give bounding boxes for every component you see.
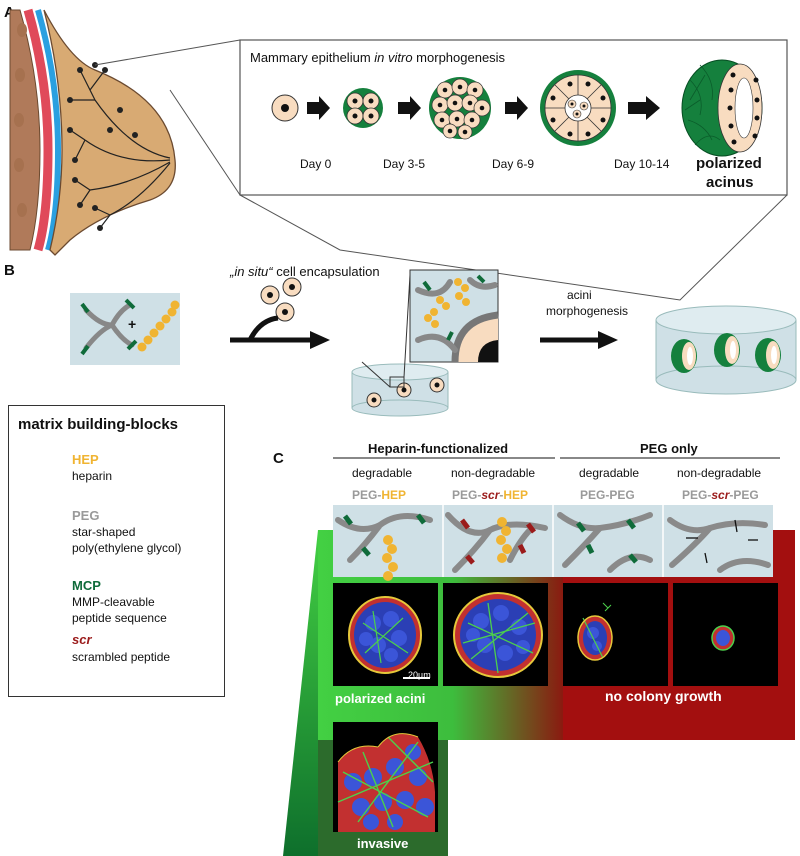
acinus-image-3: [577, 602, 613, 661]
breast-anatomy-illustration: [9, 8, 176, 256]
col4-composition: PEG-scr-PEG: [682, 488, 759, 502]
col2-composition: PEG-scr-HEP: [452, 488, 528, 502]
acinus-image-4: [711, 625, 735, 651]
col1-sep1: -: [377, 488, 382, 502]
stage-day0-cell: [271, 94, 299, 122]
col1-a: PEG: [352, 488, 378, 502]
col3-composition: PEG-PEG: [580, 488, 635, 502]
outcome-polarized-acini: polarized acini: [335, 691, 426, 706]
legend-hep-abbr: HEP: [72, 452, 99, 467]
encapsulation-rest: cell encapsulation: [272, 264, 380, 279]
legend-peg-desc1: star-shaped: [72, 525, 136, 539]
col3-subtitle: degradable: [579, 466, 640, 480]
scale-bar-label: 20µm: [408, 670, 431, 680]
legend-mcp-abbr: MCP: [72, 578, 101, 593]
heparin-chain-mini: [137, 300, 180, 352]
invasive-image: [337, 733, 435, 832]
col1-b: HEP: [381, 488, 407, 502]
stiffness-wedge: [283, 530, 318, 856]
col3-sep1: -: [605, 488, 610, 502]
large-gel-cylinder: [655, 305, 797, 395]
col2-c: HEP: [503, 488, 529, 502]
stage-label-day6: Day 6-9: [492, 157, 535, 171]
legend-mcp-desc2: peptide sequence: [72, 611, 167, 625]
legend-scr-abbr: scr: [72, 632, 92, 647]
micrograph-degradable-peg: [563, 583, 668, 686]
col4-c: PEG: [733, 488, 759, 502]
col4-a: PEG: [682, 488, 708, 502]
encapsulation-cells: [260, 277, 302, 322]
stage-label-day3: Day 3-5: [383, 157, 426, 171]
legend-peg-abbr: PEG: [72, 508, 100, 523]
hep-chains: [382, 517, 512, 581]
stage-day3-cluster: [343, 88, 383, 128]
group-heparin-functionalized: Heparin-functionalized: [368, 441, 509, 456]
group-peg-only: PEG only: [640, 441, 698, 456]
final-label-2: acinus: [706, 174, 754, 191]
stage-label-day10: Day 10-14: [614, 157, 670, 171]
col2-subtitle: non-degradable: [451, 466, 536, 480]
col4-subtitle: non-degradable: [677, 466, 762, 480]
legend-scr-desc: scrambled peptide: [72, 650, 171, 664]
micrograph-nondegradable-hep: [443, 583, 548, 686]
col4-sep1: -: [707, 488, 712, 502]
col4-b: scr: [711, 488, 730, 502]
micrograph-invasive: [333, 722, 438, 832]
encapsulation-label: „in situ“ cell encapsulation: [230, 264, 380, 279]
col1-composition: PEG-HEP: [352, 488, 406, 502]
matrix-stiffness-label: matrix stiffness: [276, 703, 291, 790]
stage-day10-cluster: [540, 70, 616, 146]
stage-arrows: [307, 96, 660, 120]
acini-label: acini: [567, 288, 592, 302]
outcome-no-colony-growth: no colony growth: [605, 688, 722, 704]
final-label-1: polarized: [696, 155, 762, 172]
acinus-image-1: [348, 596, 430, 679]
morphogenesis-title: Mammary epithelium in vitro morphogenesi…: [250, 50, 505, 65]
title-post: morphogenesis: [412, 50, 506, 65]
panel-label-c: C: [273, 450, 284, 467]
peg-network: [335, 512, 771, 573]
col2-a: PEG: [452, 488, 478, 502]
col2-sep2: -: [499, 488, 504, 502]
title-pre: Mammary epithelium: [250, 50, 375, 65]
small-gel-cylinder: [351, 363, 449, 417]
legend-hep-desc: heparin: [72, 469, 113, 483]
legend-title: matrix building-blocks: [18, 416, 179, 433]
acinus-image-2: [453, 592, 543, 678]
panel-label-b: B: [4, 262, 15, 279]
col4-sep2: -: [729, 488, 734, 502]
legend-mcp-desc1: MMP-cleavable: [72, 595, 155, 609]
legend-peg-desc2: poly(ethylene glycol): [72, 541, 182, 555]
col1-subtitle: degradable: [352, 466, 413, 480]
title-em: in vitro: [374, 50, 413, 65]
plus-sign: +: [128, 316, 137, 332]
col3-b: PEG: [609, 488, 635, 502]
encapsulation-em: „in situ“: [230, 264, 273, 279]
col3-a: PEG: [580, 488, 606, 502]
stage-label-day0: Day 0: [300, 157, 332, 171]
col2-sep1: -: [477, 488, 482, 502]
outcome-invasive: invasive: [357, 836, 409, 851]
legend-box: [8, 405, 225, 697]
gel-zoom-box: [409, 269, 499, 363]
stage-day6-cluster: [429, 77, 491, 140]
panel-label-a: A: [4, 4, 15, 21]
col2-b: scr: [481, 488, 500, 502]
morphogenesis-label: morphogenesis: [546, 304, 629, 318]
stage-acinus: [681, 59, 763, 157]
micrograph-nondegradable-peg: [673, 583, 778, 686]
micrograph-degradable-hep: [333, 583, 438, 686]
building-blocks-box: [70, 293, 180, 365]
